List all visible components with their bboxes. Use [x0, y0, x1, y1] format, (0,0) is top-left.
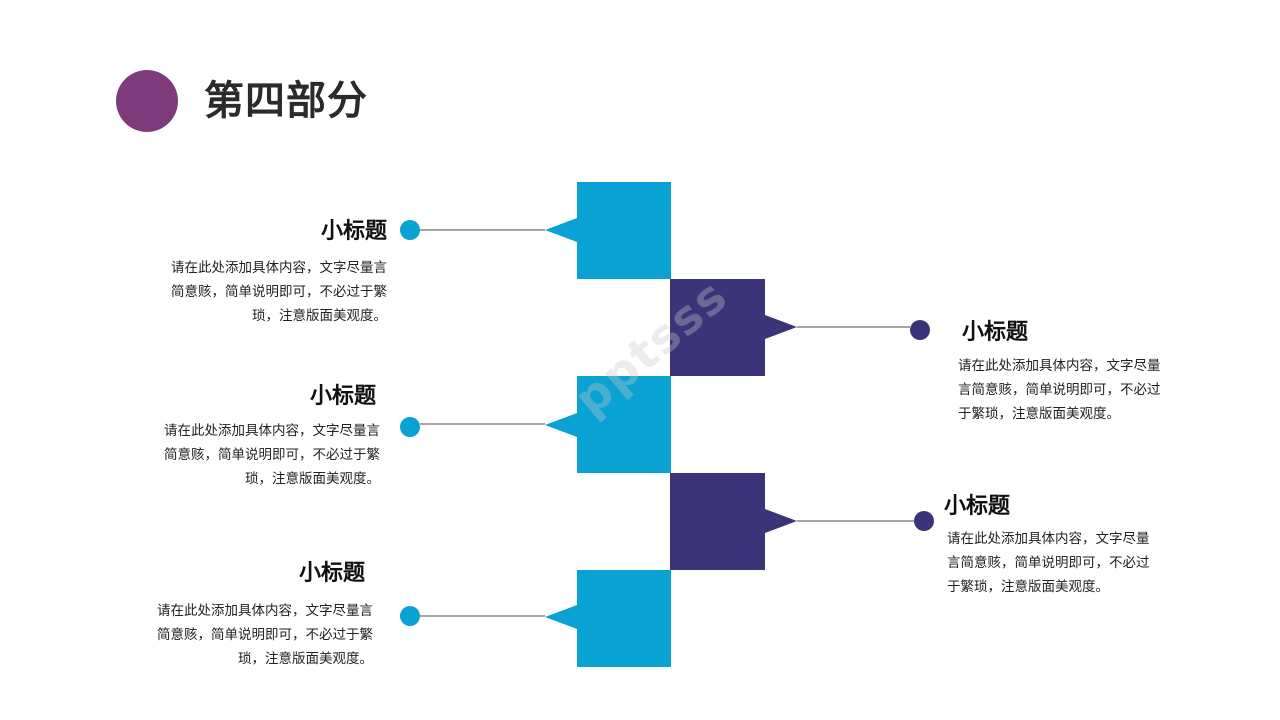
item-1-text: 请在此处添加具体内容，文字尽量言 简意赅，简单说明即可，不必过于繁 琐，注意版面… — [171, 250, 387, 328]
block-5 — [545, 570, 671, 667]
item-2: 小标题 — [962, 314, 1028, 346]
item-2-text: 请在此处添加具体内容，文字尽量 言简意赅，简单说明即可，不必过 于繁琐，注意版面… — [958, 348, 1161, 426]
item-desc-line: 言简意赅，简单说明即可，不必过 — [958, 382, 1161, 398]
connector-dot-1 — [400, 220, 420, 240]
connector-dot-3 — [400, 417, 420, 437]
item-desc-line: 简意赅，简单说明即可，不必过于繁 — [157, 627, 373, 643]
item-title: 小标题 — [962, 320, 1029, 345]
item-desc-line: 请在此处添加具体内容，文字尽量 — [958, 358, 1161, 374]
item-3: 小标题 — [310, 378, 376, 410]
item-desc-line: 简意赅，简单说明即可，不必过于繁 — [164, 447, 380, 463]
item-1: 小标题 — [321, 213, 387, 245]
item-desc-line: 简意赅，简单说明即可，不必过于繁 — [171, 284, 387, 300]
item-desc-line: 请在此处添加具体内容，文字尽量言 — [171, 260, 387, 276]
connector-dot-5 — [400, 606, 420, 626]
page-title: 第四部分 — [204, 78, 368, 124]
item-4-text: 请在此处添加具体内容，文字尽量 言简意赅，简单说明即可，不必过 于繁琐，注意版面… — [947, 521, 1150, 599]
item-desc-line: 于繁琐，注意版面美观度。 — [958, 406, 1120, 422]
header-circle-icon — [116, 70, 178, 132]
item-4: 小标题 — [944, 488, 1010, 520]
item-desc-line: 琐，注意版面美观度。 — [238, 651, 373, 667]
block-3 — [545, 376, 671, 473]
connector-dot-2 — [910, 320, 930, 340]
item-desc-line: 请在此处添加具体内容，文字尽量言 — [164, 423, 380, 439]
block-2 — [670, 279, 797, 376]
item-3-text: 请在此处添加具体内容，文字尽量言 简意赅，简单说明即可，不必过于繁 琐，注意版面… — [164, 413, 380, 491]
item-title: 小标题 — [320, 219, 387, 244]
item-desc-line: 于繁琐，注意版面美观度。 — [947, 579, 1109, 595]
item-desc-line: 请在此处添加具体内容，文字尽量言 — [157, 603, 373, 619]
item-desc-line: 言简意赅，简单说明即可，不必过 — [947, 555, 1150, 571]
block-4 — [670, 473, 797, 570]
item-5: 小标题 — [299, 555, 365, 587]
item-title: 小标题 — [309, 384, 376, 409]
item-desc-line: 琐，注意版面美观度。 — [252, 308, 387, 324]
item-title: 小标题 — [944, 494, 1011, 519]
item-5-text: 请在此处添加具体内容，文字尽量言 简意赅，简单说明即可，不必过于繁 琐，注意版面… — [157, 593, 373, 671]
block-1 — [545, 182, 671, 279]
item-title: 小标题 — [298, 561, 365, 586]
item-desc-line: 请在此处添加具体内容，文字尽量 — [947, 531, 1150, 547]
connector-dot-4 — [914, 511, 934, 531]
item-desc-line: 琐，注意版面美观度。 — [245, 471, 380, 487]
